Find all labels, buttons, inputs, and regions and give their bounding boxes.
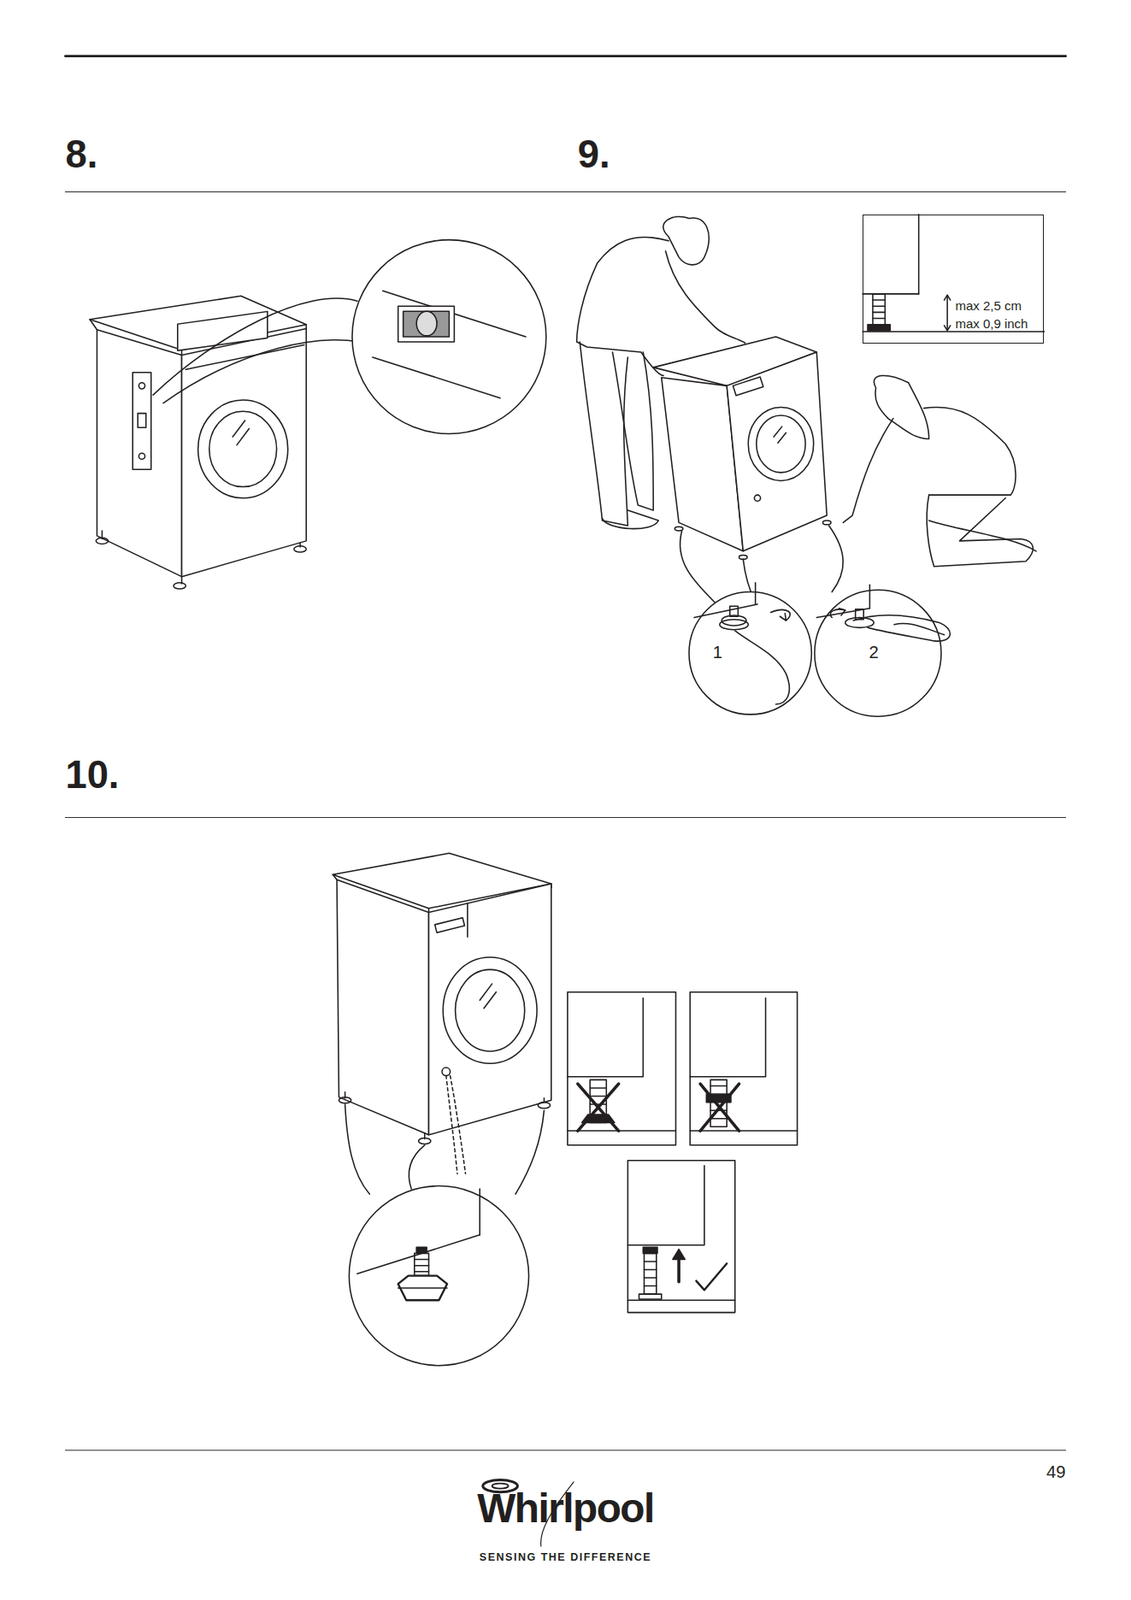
step-number: 8.: [64, 135, 98, 174]
dimension-inset: max 2,5 cm max 0,9 inch: [862, 214, 1045, 345]
level-magnifier: [153, 240, 547, 435]
footer-rule: [64, 1449, 1066, 1451]
section-rule: [64, 191, 1066, 193]
dimension-text: max 0,9 inch: [954, 317, 1028, 330]
washing-machine: [89, 295, 307, 590]
brand-slogan: SENSING THE DIFFERENCE: [479, 1552, 652, 1564]
dimension-text: max 2,5 cm: [954, 299, 1022, 313]
step-number: 10.: [64, 755, 119, 795]
tilted-machine: [653, 336, 831, 560]
washing-machine: [332, 853, 552, 1174]
person-kneeling: [842, 375, 1037, 566]
correct-foot-inset: [627, 1160, 735, 1314]
person-standing: [577, 216, 746, 529]
foot-height-inset: [862, 214, 1045, 332]
top-rule: [64, 54, 1066, 58]
page-number: 49: [1046, 1463, 1067, 1481]
brand-logo: Whirlpool: [477, 1488, 654, 1530]
callout-number: 1: [712, 643, 723, 661]
step-number: 9.: [577, 135, 611, 174]
wrong-foot-inset: [567, 992, 798, 1146]
callout-number: 2: [868, 643, 878, 661]
section-rule: [64, 817, 1066, 819]
foot-magnifier: [345, 1104, 545, 1367]
foot-magnifiers: [680, 525, 951, 717]
